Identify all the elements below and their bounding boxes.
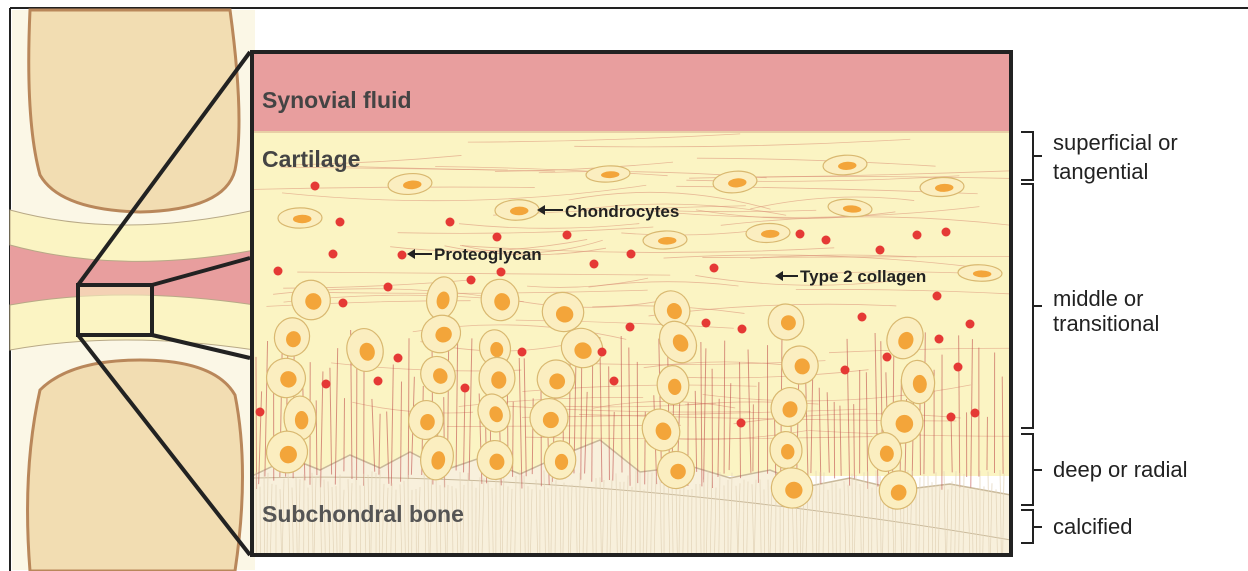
proteoglycan-dot [876, 246, 885, 255]
proteoglycan-dot [966, 320, 975, 329]
proteoglycan-dot [954, 363, 963, 372]
bracket-deep [1021, 434, 1042, 505]
proteoglycan-dot [933, 292, 942, 301]
zone-middle-line2: transitional [1053, 311, 1159, 336]
zone-deep: deep or radial [1053, 457, 1188, 482]
radial-fiber [724, 341, 725, 474]
proteoglycan-dot [738, 325, 747, 334]
zone-superficial-line2: tangential [1053, 159, 1148, 184]
lower-bone [28, 360, 243, 571]
zone-calcified: calcified [1053, 514, 1132, 539]
proteoglycan-dot [493, 233, 502, 242]
proteoglycan-dot [518, 348, 527, 357]
synovial-fluid-label: Synovial fluid [262, 87, 412, 113]
proteoglycan-dot [274, 267, 283, 276]
subchondral-bone-label: Subchondral bone [262, 501, 464, 527]
proteoglycan-dot [329, 250, 338, 259]
proteoglycan-dot [394, 354, 403, 363]
proteoglycan-dot [256, 408, 265, 417]
proteoglycan-dot [947, 413, 956, 422]
proteoglycan-dot [796, 230, 805, 239]
proteoglycan-dot [822, 236, 831, 245]
proteoglycan-dot [461, 384, 470, 393]
proteoglycan-dot [737, 419, 746, 428]
proteoglycan-dot [858, 313, 867, 322]
chondrocyte [544, 441, 576, 480]
chondrocyte [479, 357, 515, 398]
proteoglycan-dot [374, 377, 383, 386]
proteoglycan-dot [702, 319, 711, 328]
proteoglycan-dot [627, 250, 636, 259]
bracket-middle [1021, 184, 1042, 428]
proteoglycan-dot [339, 299, 348, 308]
magnified-cartilage: Synovial fluid Cartilage Subchondral bon… [252, 52, 1152, 555]
proteoglycan-dot [883, 353, 892, 362]
proteoglycan-dot [563, 231, 572, 240]
zone-middle-line1: middle or [1053, 286, 1143, 311]
proteoglycan-dot [610, 377, 619, 386]
collagen-label: Type 2 collagen [800, 267, 926, 286]
proteoglycan-dot [384, 283, 393, 292]
cartilage-label: Cartilage [262, 146, 360, 172]
proteoglycan-dot [311, 182, 320, 191]
proteoglycan-dot [942, 228, 951, 237]
proteoglycan-dot [710, 264, 719, 273]
proteoglycan-label: Proteoglycan [434, 245, 542, 264]
zone-labels: superficial or tangential middle or tran… [1053, 130, 1188, 539]
chondrocyte [278, 208, 322, 229]
bracket-calcified [1021, 510, 1042, 543]
radial-fiber [316, 400, 317, 475]
radial-fiber [344, 398, 345, 471]
proteoglycan-dot [446, 218, 455, 227]
proteoglycan-dot [467, 276, 476, 285]
proteoglycan-dot [626, 323, 635, 332]
cell-nucleus [491, 371, 506, 388]
zone-brackets [1021, 132, 1042, 543]
proteoglycan-dot [336, 218, 345, 227]
proteoglycan-dot [971, 409, 980, 418]
proteoglycan-dot [913, 231, 922, 240]
bracket-superficial [1021, 132, 1042, 180]
proteoglycan-dot [935, 335, 944, 344]
proteoglycan-dot [598, 348, 607, 357]
proteoglycan-dot [497, 268, 506, 277]
chondrocyte [530, 398, 569, 438]
proteoglycan-dot [398, 251, 407, 260]
proteoglycan-dot [590, 260, 599, 269]
radial-fiber [256, 357, 257, 489]
chondrocytes-label: Chondrocytes [565, 202, 679, 221]
proteoglycan-dot [841, 366, 850, 375]
zone-superficial-line1: superficial or [1053, 130, 1178, 155]
proteoglycan-dot [322, 380, 331, 389]
